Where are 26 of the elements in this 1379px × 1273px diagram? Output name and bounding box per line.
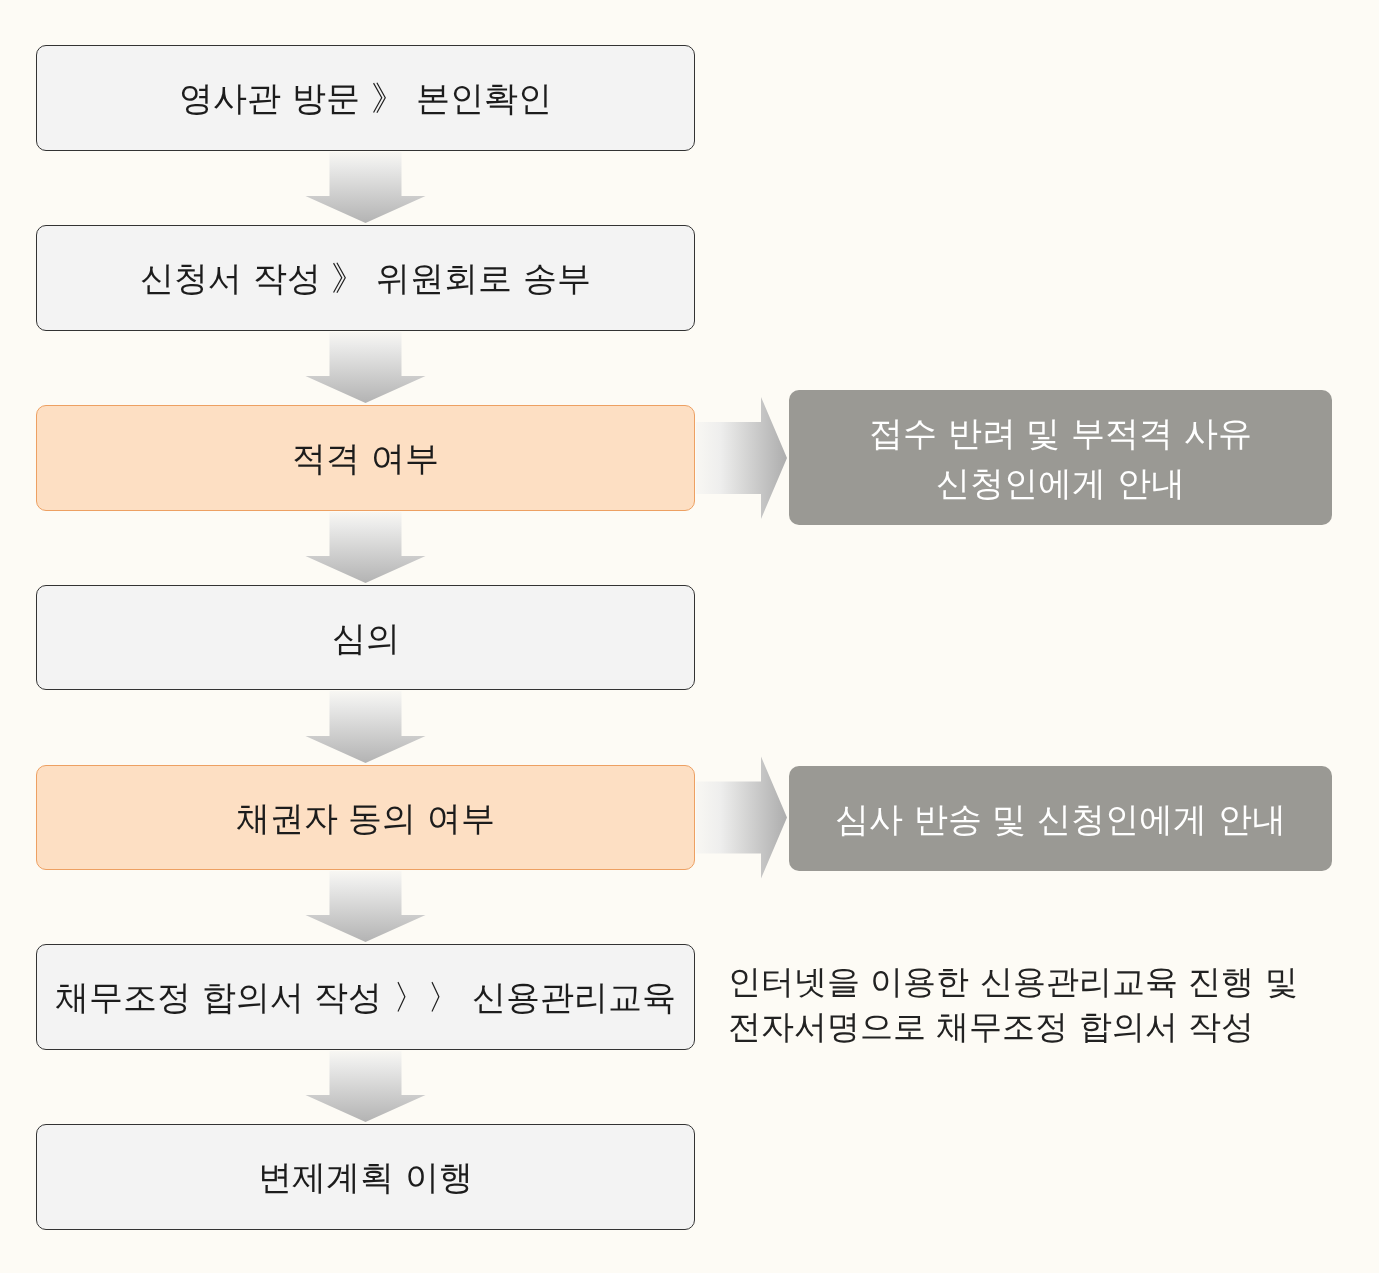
process-box [36, 585, 695, 690]
outcome-box [789, 766, 1332, 871]
arrow [305, 1051, 426, 1122]
arrow [305, 512, 426, 583]
arrow [305, 152, 426, 223]
arrow [696, 397, 787, 519]
process-box [36, 45, 695, 151]
process-box [36, 225, 695, 331]
arrow [305, 871, 426, 942]
box-label: 심사 반송 및 신청인에게 안내 [834, 797, 1287, 841]
box-label: 채무조정 합의서 작성 〉〉 신용관리교육 [54, 976, 677, 1019]
arrow [305, 332, 426, 403]
arrow [305, 691, 426, 763]
box-label: 변제계획 이행 [258, 1156, 473, 1199]
box-label: 접수 반려 및 부적격 사유 신청인에게 안내 [867, 411, 1254, 505]
decision-box [36, 765, 695, 870]
box-label: 적격 여부 [292, 437, 439, 480]
box-label: 영사관 방문 》 본인확인 [179, 77, 552, 120]
box-label: 채권자 동의 여부 [235, 796, 496, 840]
box-label: 신청서 작성 》 위원회로 송부 [139, 257, 592, 300]
decision-box [36, 405, 695, 511]
outcome-box [789, 390, 1332, 525]
process-box [36, 1124, 695, 1230]
box-label: 심의 [331, 616, 400, 660]
arrow [696, 756, 787, 879]
note-text: 인터넷을 이용한 신용관리교육 진행 및 전자서명으로 채무조정 합의서 작성 [728, 961, 1299, 1048]
